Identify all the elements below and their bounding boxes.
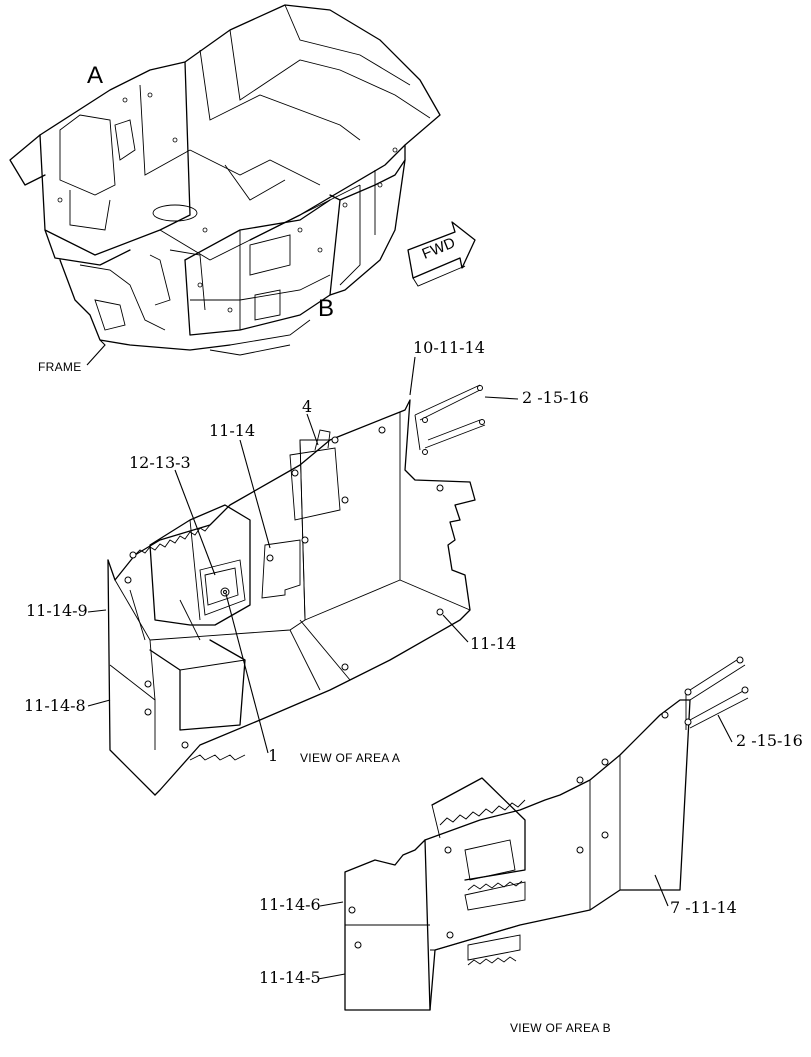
view-b-drawing: [317, 656, 749, 1011]
callout-10-11-14: 10-11-14: [413, 338, 485, 357]
callout-11-14-8: 11-14-8: [24, 696, 86, 715]
callout-11-14-5: 11-14-5: [259, 968, 321, 987]
area-a-marker: A: [87, 62, 104, 89]
callout-4: 4: [302, 397, 313, 416]
callout-2-15-16-b: 2 -15-16: [736, 731, 803, 750]
view-a-drawing: [87, 356, 519, 796]
area-b-marker: B: [318, 295, 335, 322]
callout-11-14-6: 11-14-6: [259, 895, 321, 914]
callout-11-14-9: 11-14-9: [26, 601, 88, 620]
view-a-caption: VIEW OF AREA A: [300, 751, 401, 765]
callout-1: 1: [268, 746, 279, 765]
callout-7-11-14: 7 -11-14: [670, 898, 737, 917]
callout-2-15-16-a: 2 -15-16: [522, 388, 589, 407]
view-b-caption: VIEW OF AREA B: [510, 1021, 611, 1035]
callout-12-13-3: 12-13-3: [129, 453, 191, 472]
fwd-arrow-icon: [407, 221, 476, 287]
callout-11-14-upper: 11-14: [209, 421, 256, 440]
callout-11-14-lower: 11-14: [470, 634, 517, 653]
frame-label: FRAME: [38, 360, 82, 374]
